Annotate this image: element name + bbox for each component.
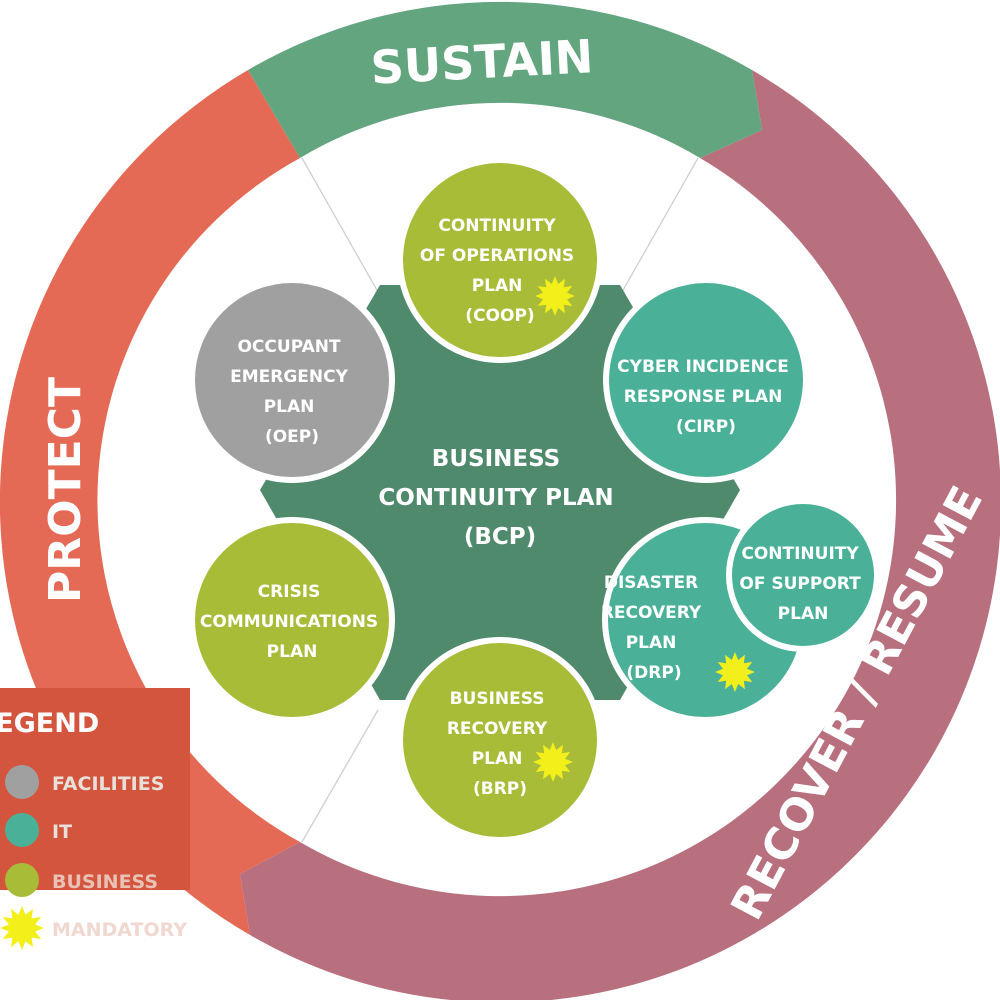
legend-label-mandatory: MANDATORY <box>52 919 187 941</box>
divider-lines <box>301 157 699 843</box>
cosp-node: CONTINUITY OF SUPPORT PLAN <box>726 498 880 652</box>
mandatory-star-icon <box>715 652 755 692</box>
legend-swatch-it <box>5 813 39 847</box>
coop-node: CONTINUITY OF OPERATIONS PLAN (COOP) <box>397 157 603 363</box>
oep-node: OCCUPANT EMERGENCY PLAN (OEP) <box>189 277 395 483</box>
svg-text:BUSINESS RECOVERY: BUSINESS RECOVERY PLAN (BRP) <box>447 689 553 799</box>
svg-text:DISASTER RECOVERY: DISASTER RECOVERY PLAN (DRP) <box>601 573 707 683</box>
legend-label-it: IT <box>52 821 72 843</box>
svg-text:CONTINUITY OF SUPPORT: CONTINUITY OF SUPPORT PLAN <box>739 544 866 624</box>
legend-label-facilities: FACILITIES <box>52 773 164 795</box>
svg-text:CONTINUITY OF OPERATIONS: CONTINUITY OF OPERATIONS PLAN (COOP) <box>420 216 580 326</box>
sustain-label: SUSTAIN <box>369 29 594 95</box>
legend: LEGEND FACILITIES IT BUSINESS MANDATORY <box>0 708 187 950</box>
divider-line <box>301 157 379 293</box>
mandatory-star-icon <box>535 276 575 316</box>
sustain-ring-segment <box>248 1 762 158</box>
divider-line <box>301 709 379 843</box>
svg-text:CYBER INCIDENCE RESPONSE: CYBER INCIDENCE RESPONSE PLAN (CIRP) <box>617 357 795 437</box>
svg-text:CRISIS COMMUNICATIONS: CRISIS COMMUNICATIONS PLAN <box>200 582 384 662</box>
svg-text:OCCUPANT EMERGENCY: OCCUPANT EMERGENCY PLAN (OEP) <box>230 337 354 447</box>
legend-label-business: BUSINESS <box>52 871 158 893</box>
star-icon <box>0 906 44 950</box>
legend-title: LEGEND <box>0 708 99 739</box>
ccp-node: CRISIS COMMUNICATIONS PLAN <box>189 517 395 723</box>
mandatory-star-icon <box>533 742 573 782</box>
brp-node: BUSINESS RECOVERY PLAN (BRP) <box>397 637 603 843</box>
cirp-node: CYBER INCIDENCE RESPONSE PLAN (CIRP) <box>603 277 809 483</box>
recover-ring-segment <box>240 70 1000 1000</box>
legend-swatch-business <box>5 863 39 897</box>
protect-label: PROTECT <box>40 377 91 603</box>
bcp-title: BUSINESS CONTINUITY PLAN (BCP) <box>378 446 621 550</box>
legend-swatch-facilities <box>5 765 39 799</box>
divider-line <box>621 157 699 293</box>
